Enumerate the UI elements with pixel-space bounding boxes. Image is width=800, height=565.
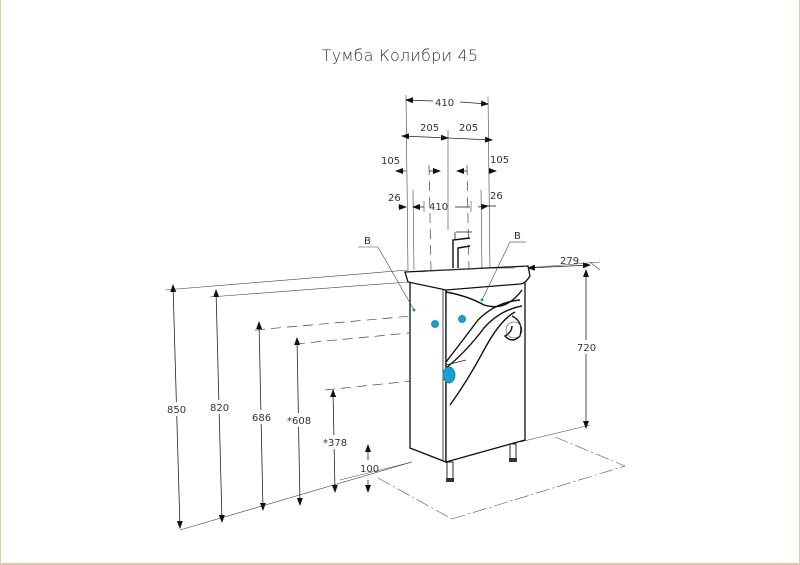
dim-205-right: 205 xyxy=(459,123,478,134)
right-dimensions: 279 720 xyxy=(527,256,601,429)
dim-top-410: 410 xyxy=(435,98,454,109)
mount-point-icon xyxy=(431,320,439,328)
callouts: В В xyxy=(358,231,526,311)
dim-100: 100 xyxy=(360,464,379,475)
callout-b-right: В xyxy=(514,231,521,242)
dim-850: 850 xyxy=(167,405,186,416)
faucet-icon xyxy=(452,231,472,268)
drawing-title: Тумба Колибри 45 xyxy=(321,46,479,65)
vanity-cabinet xyxy=(404,231,531,482)
dim-720: 720 xyxy=(577,343,596,354)
dim-820: 820 xyxy=(210,403,229,414)
wall-floor-lines xyxy=(164,261,626,531)
dim-105-left: 105 xyxy=(381,156,400,167)
top-dimensions: 410 205 205 105 105 26 410 26 xyxy=(381,94,509,271)
drain-point-icon xyxy=(442,366,456,384)
dim-686: 686 xyxy=(252,413,271,424)
dim-205-left: 205 xyxy=(420,123,439,134)
height-dimensions: 850 820 686 *608 *378 100 xyxy=(166,284,379,529)
mount-point-icon xyxy=(458,315,466,323)
dim-26-left: 26 xyxy=(388,193,401,204)
dim-26-right: 26 xyxy=(490,191,503,202)
dim-608: *608 xyxy=(287,416,311,427)
dim-410-inner: 410 xyxy=(429,202,448,213)
dim-279: 279 xyxy=(560,256,579,267)
callout-b-left: В xyxy=(364,236,371,247)
dim-378: *378 xyxy=(323,438,347,449)
dim-105-right: 105 xyxy=(490,155,509,166)
